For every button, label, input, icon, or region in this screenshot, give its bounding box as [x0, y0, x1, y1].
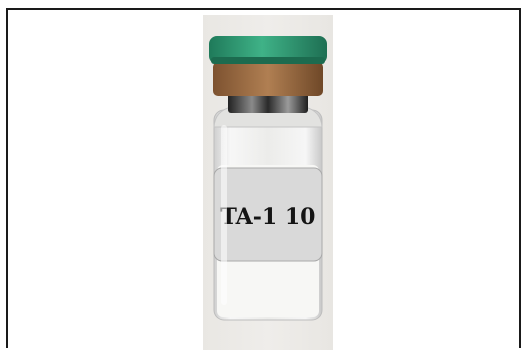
glass-highlight [221, 125, 227, 305]
vial-photo: TA-1 10 [203, 15, 333, 350]
vial-label [213, 167, 323, 262]
vial-label-text: TA-1 10 [221, 204, 316, 230]
crimp-seal [213, 62, 323, 96]
cap-rim [211, 57, 325, 64]
vial-neck [228, 93, 308, 113]
vial-illustration: TA-1 10 [209, 36, 327, 321]
